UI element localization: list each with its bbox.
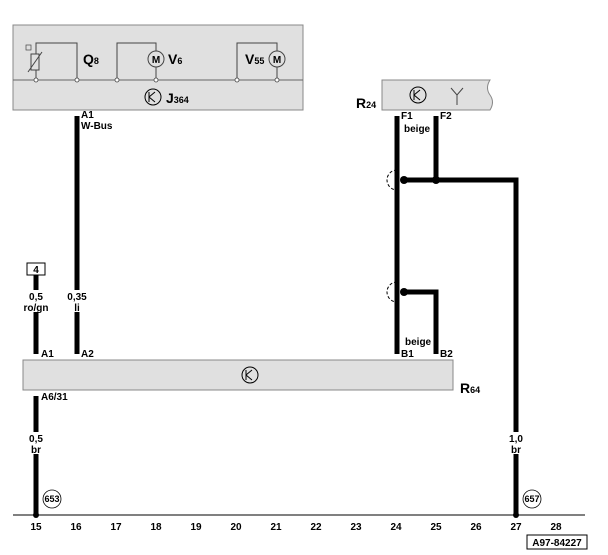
track-number: 18	[150, 522, 162, 533]
antenna-icon	[450, 87, 464, 105]
track-number: 16	[70, 522, 82, 533]
fuse-reference: 4	[33, 265, 39, 276]
motor-v6: M V6	[116, 42, 182, 80]
wire-color: ro/gn	[24, 303, 49, 314]
motor-v55: M V55	[236, 42, 286, 80]
track-number: 20	[230, 522, 242, 533]
transistor-icon	[144, 88, 162, 106]
module-r64: R64	[22, 359, 480, 396]
wire-specs: 4 0,5 ro/gn 0,35 li 0,5 br 1,0 br	[24, 262, 524, 456]
wire-color-label: beige	[404, 124, 431, 135]
wire-size: 0,5	[29, 292, 43, 303]
pin-a1-label: A1	[81, 110, 94, 121]
pin-a6-label: A6/31	[41, 392, 68, 403]
track-number: 21	[270, 522, 282, 533]
track-number: 19	[190, 522, 202, 533]
track-number: 17	[110, 522, 122, 533]
wires	[33, 116, 519, 515]
wire-color: br	[511, 445, 521, 456]
wire-size: 0,35	[67, 292, 87, 303]
pin-b1-label: B1	[401, 349, 414, 360]
wire-size: 0,5	[29, 434, 43, 445]
track-number: 28	[550, 522, 562, 533]
track-number: 22	[310, 522, 322, 533]
wire-color-label: beige	[405, 337, 432, 348]
v55-label: V55	[245, 51, 264, 67]
diagram-code: A97-84227	[532, 538, 582, 549]
j364-label: J364	[166, 90, 189, 106]
track-number: 15	[30, 522, 42, 533]
motor-icon: M	[152, 55, 160, 66]
r64-label: R64	[460, 380, 480, 396]
wire-color: br	[31, 445, 41, 456]
track-numbers: 15 16 17 18 19 20 21 22 23 24 25 26 27 28	[30, 522, 562, 533]
pin-a2-label: A2	[81, 349, 94, 360]
pin-f1-label: F1	[401, 111, 413, 122]
track-number: 27	[510, 522, 522, 533]
w-bus-label: W-Bus	[81, 121, 113, 132]
track-number: 24	[390, 522, 402, 533]
track-number: 26	[470, 522, 482, 533]
wire-size: 1,0	[509, 434, 523, 445]
v6-label: V6	[168, 51, 182, 67]
track-number: 23	[350, 522, 362, 533]
ground-point-657: 657	[524, 494, 539, 504]
sensor-q8: Q8	[25, 42, 99, 80]
ground-bus: 653 657	[13, 489, 585, 518]
motor-icon: M	[273, 55, 281, 66]
pin-labels: A1 W-Bus F1 F2 beige beige A1 A2 B1 B2 A…	[41, 110, 453, 403]
pin-a1-label: A1	[41, 349, 54, 360]
track-number: 25	[430, 522, 442, 533]
r24-label: R24	[356, 95, 376, 111]
ground-point-653: 653	[44, 494, 59, 504]
antenna-module-r24: R24	[356, 79, 493, 111]
control-unit-j364: Q8 M V6 M V55 J364	[12, 24, 304, 111]
q8-label: Q8	[83, 51, 99, 67]
wire-color: li	[74, 303, 80, 314]
pin-f2-label: F2	[440, 111, 452, 122]
pin-b2-label: B2	[440, 349, 453, 360]
